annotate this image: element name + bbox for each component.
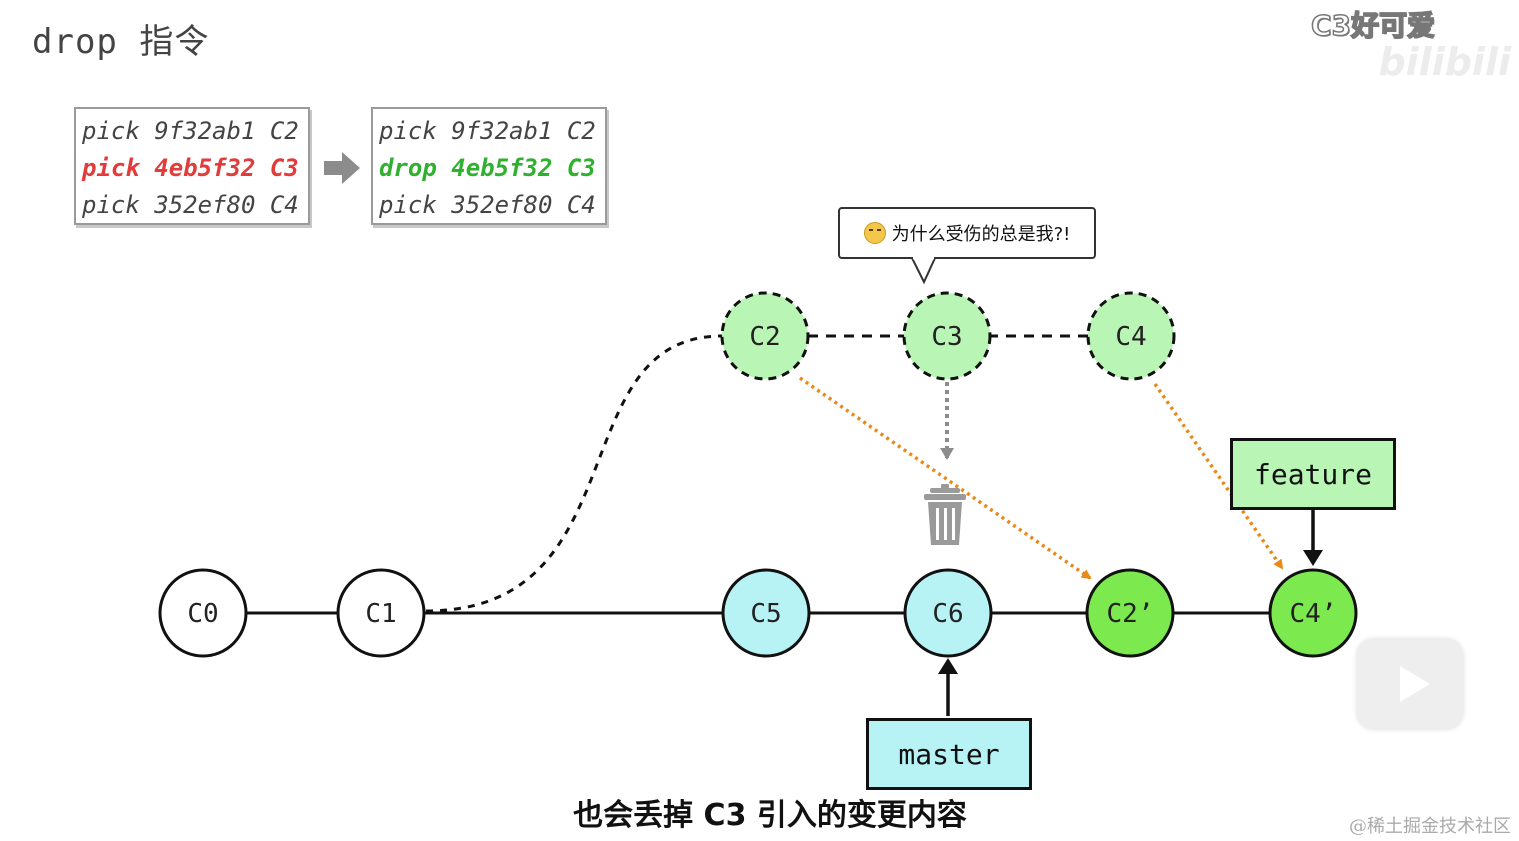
branch-curve [425,334,723,613]
svg-text:C3: C3 [931,322,962,352]
commit-c6: C6 [903,568,993,658]
speech-bubble: 为什么受伤的总是我?! [838,207,1096,259]
svg-text:C6: C6 [932,599,963,629]
branch-label-master: master [866,718,1032,790]
commit-c0: C0 [158,568,248,658]
todo-list-before: pick 9f32ab1 C2 pick 4eb5f32 C3 pick 352… [74,107,310,225]
rebase-arrow-c2 [799,376,1092,580]
watermark-bottom: @稀土掘金技术社区 [1349,816,1511,837]
watermark-bilibili: bilibili [1378,40,1511,84]
svg-text:C5: C5 [750,599,781,629]
trash-icon [924,484,966,545]
todo-line: pick 352ef80 C4 [82,191,299,219]
subtitle-caption: 也会丢掉 C3 引入的变更内容 [573,798,967,833]
commit-c3-old: C3 [902,291,992,381]
todo-line: pick 9f32ab1 C2 [82,117,299,145]
todo-line: pick 9f32ab1 C2 [379,117,596,145]
commit-c4-old: C4 [1086,291,1176,381]
rebase-arrow-c4 [1153,383,1284,570]
svg-text:C2’: C2’ [1107,599,1154,629]
commit-c2-old: C2 [720,291,810,381]
play-icon[interactable] [1356,638,1464,730]
watermark-top: C3好可爱 [1310,8,1436,43]
commit-c5: C5 [721,568,811,658]
svg-text:C2: C2 [749,322,780,352]
svg-text:C0: C0 [187,599,218,629]
arrow-right-icon [324,152,360,184]
svg-text:C4: C4 [1115,322,1146,352]
commit-c1: C1 [336,568,426,658]
speech-bubble-tail [910,257,937,285]
page-title: drop 指令 [32,22,210,62]
svg-text:C4’: C4’ [1290,599,1337,629]
todo-line-drop: drop 4eb5f32 C3 [379,154,596,182]
todo-list-after: pick 9f32ab1 C2 drop 4eb5f32 C3 pick 352… [371,107,607,225]
branch-label-feature: feature [1230,438,1396,510]
todo-line-highlight: pick 4eb5f32 C3 [82,154,299,182]
speech-bubble-text: 为什么受伤的总是我?! [891,224,1071,245]
commit-c4-prime: C4’ [1268,568,1358,658]
commit-c2-prime: C2’ [1085,568,1175,658]
crying-emoji-icon [863,222,886,244]
svg-text:C1: C1 [365,599,396,629]
todo-line: pick 352ef80 C4 [379,191,596,219]
